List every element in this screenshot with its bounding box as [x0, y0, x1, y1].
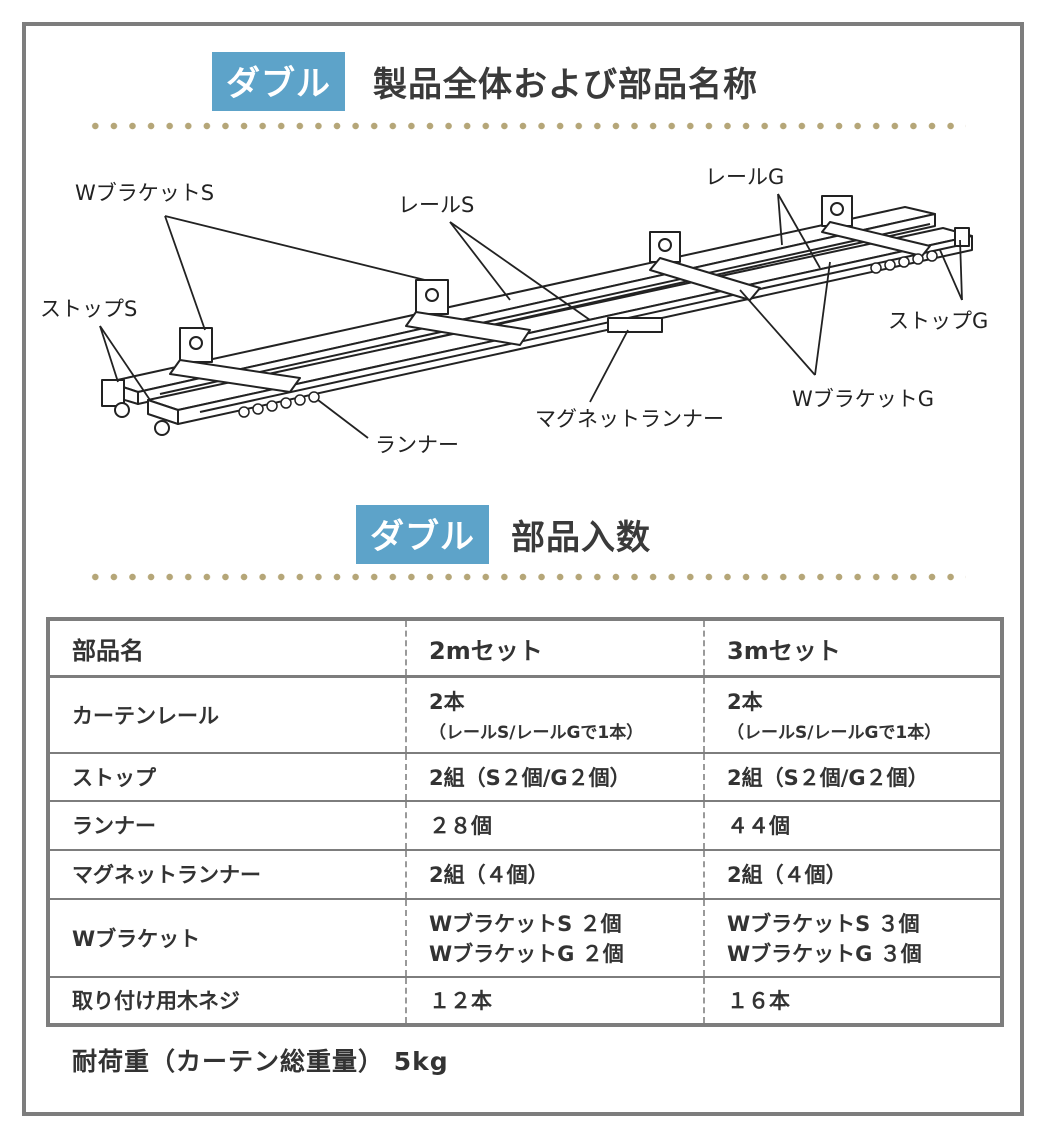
cell-3m: 2組（４個）: [703, 849, 1002, 900]
cell-part-name: 取り付け用木ネジ: [72, 989, 240, 1013]
cell-part-name: ランナー: [48, 800, 406, 851]
cell-value: 2本: [727, 690, 763, 715]
label-w-bracket-s: WブラケットS: [75, 181, 214, 205]
section-title: 部品入数: [511, 518, 651, 558]
cell-3m: 2組（S２個/G２個）: [703, 752, 1002, 802]
runners: [238, 250, 938, 418]
cell-part-name: Wブラケット: [48, 898, 406, 978]
label-w-bracket-g: WブラケットG: [792, 387, 934, 411]
label-rail-g: レールG: [705, 165, 784, 189]
cell-2m: １２本: [405, 976, 704, 1025]
cell-part-name: ストップ: [48, 752, 406, 802]
header-2m-set: 2mセット: [405, 619, 704, 678]
dotted-divider: [86, 573, 966, 581]
cell-part-name: マグネットランナー: [48, 849, 406, 900]
cell-3m: WブラケットS ３個 WブラケットG ３個: [703, 898, 1002, 978]
label-magnet-runner: マグネットランナー: [535, 407, 724, 431]
section-heading-parts-names: ダブル 製品全体および部品名称: [212, 52, 758, 111]
cell-3m: ４４個: [703, 800, 1002, 851]
section-heading-parts-count: ダブル 部品入数: [356, 505, 651, 564]
load-capacity-note: 耐荷重（カーテン総重量） 5kg: [72, 1047, 449, 1076]
cell-2m: ２８個: [405, 800, 704, 851]
cell-part-name: カーテンレール: [48, 676, 406, 754]
header-3m-set: 3mセット: [703, 619, 1002, 678]
double-tag: ダブル: [212, 52, 345, 111]
table-row: カーテンレール 2本 （レールS/レールGで1本） 2本 （レールS/レールGで…: [48, 676, 1002, 754]
back-rail-top: [107, 206, 936, 393]
cell-3m: 2本 （レールS/レールGで1本）: [703, 676, 1002, 754]
magnet-runner-part: [607, 317, 663, 333]
cell-note: （レールS/レールGで1本）: [727, 723, 942, 744]
table-row: ランナー ２８個 ４４個: [48, 800, 1002, 851]
outer-frame: [22, 22, 1024, 1116]
label-stop-s: ストップS: [40, 297, 137, 321]
label-rail-s: レールS: [398, 193, 474, 217]
cell-value: WブラケットG ２個: [429, 941, 624, 966]
dotted-divider: [86, 122, 966, 130]
parts-count-table: 部品名 2mセット 3mセット カーテンレール 2本 （レールS/レールGで1本…: [46, 617, 1004, 1027]
cell-2m: 2組（S２個/G２個）: [405, 752, 704, 802]
section-title: 製品全体および部品名称: [373, 65, 758, 105]
double-tag: ダブル: [356, 505, 489, 564]
rail-diagram: WブラケットS レールS レールG ストップS ストップG WブラケットG マグ…: [40, 165, 988, 457]
cell-3m: １６本: [703, 976, 1002, 1025]
table-row: Wブラケット WブラケットS ２個 WブラケットG ２個 WブラケットS ３個 …: [48, 898, 1002, 978]
cell-value: 2本: [429, 690, 465, 715]
table-header-row: 部品名 2mセット 3mセット: [48, 619, 1002, 678]
cell-value: WブラケットS ３個: [727, 911, 920, 936]
table-row: 取り付け用木ネジ １２本 １６本: [48, 976, 1002, 1025]
cell-note: （レールS/レールGで1本）: [429, 723, 644, 744]
table-row: ストップ 2組（S２個/G２個） 2組（S２個/G２個）: [48, 752, 1002, 802]
label-runner: ランナー: [375, 433, 459, 457]
cell-value: WブラケットS ２個: [429, 911, 622, 936]
cell-value: WブラケットG ３個: [727, 941, 922, 966]
header-part-name: 部品名: [48, 619, 406, 678]
label-stop-g: ストップG: [888, 309, 988, 333]
cell-2m: 2本 （レールS/レールGで1本）: [405, 676, 704, 754]
front-rail-end: [147, 399, 179, 425]
table-row: マグネットランナー 2組（４個） 2組（４個）: [48, 849, 1002, 900]
cell-2m: WブラケットS ２個 WブラケットG ２個: [405, 898, 704, 978]
cell-2m: 2組（４個）: [405, 849, 704, 900]
